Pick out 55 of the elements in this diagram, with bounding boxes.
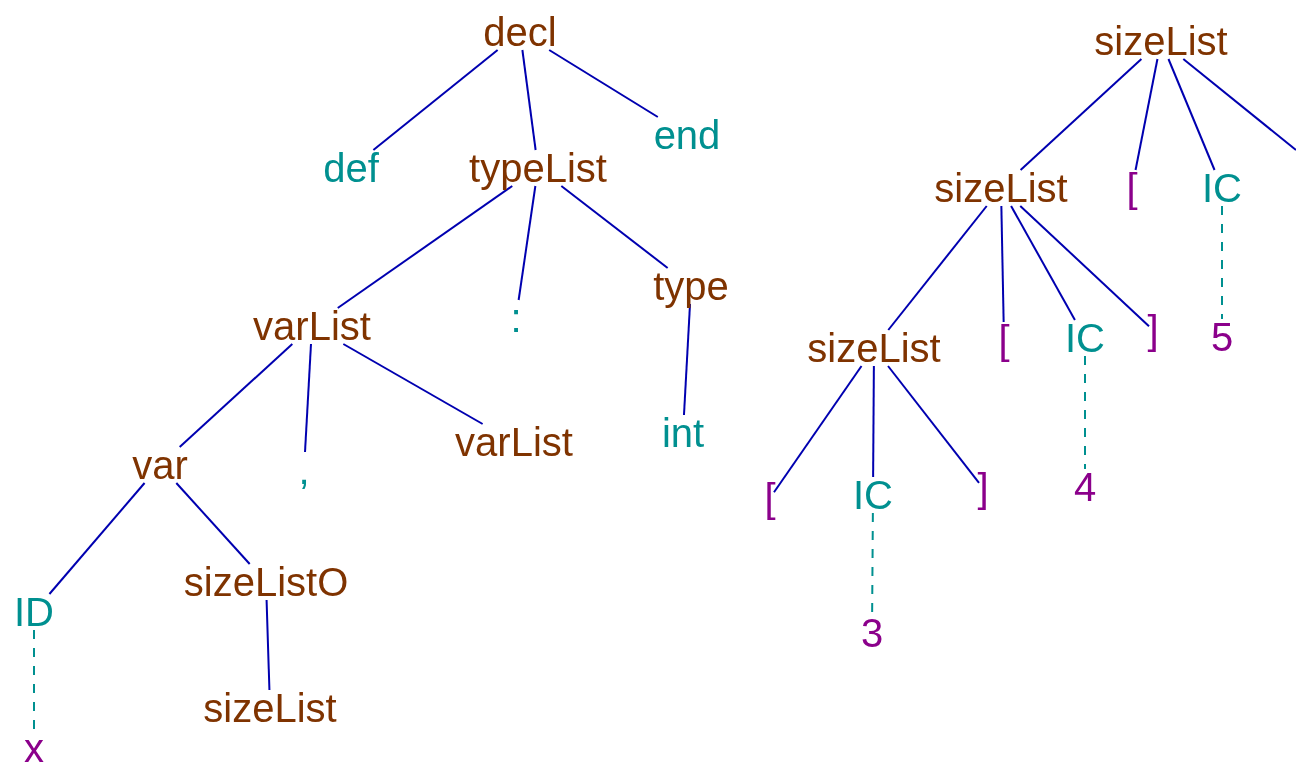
tree-edge: [178, 343, 294, 448]
grammar-symbol: sizeList: [932, 168, 1070, 208]
tree-edge: [887, 365, 980, 484]
tree-edge: [887, 205, 988, 331]
tree-edge: [1019, 58, 1143, 171]
grammar-symbol: varList: [453, 422, 575, 462]
grammar-symbol: sizeList: [201, 688, 339, 728]
dashed-link: [33, 629, 35, 731]
tree-edge: [48, 482, 146, 595]
tree-edge: [372, 49, 499, 151]
tree-edge: [517, 185, 537, 301]
grammar-symbol: typeList: [467, 148, 609, 188]
tree-edge: [1000, 205, 1005, 323]
grammar-symbol: sizeList: [1092, 21, 1230, 61]
tree-edge: [265, 599, 271, 691]
dashed-link: [1084, 355, 1086, 470]
grammar-symbol: sizeList: [805, 328, 943, 368]
lexeme-value: 5: [1208, 317, 1236, 357]
tree-edge: [521, 49, 537, 151]
token-name: def: [321, 148, 381, 188]
lexeme-value: 3: [858, 613, 886, 653]
grammar-symbol: varList: [251, 306, 373, 346]
lexeme-value: ]: [1145, 310, 1161, 350]
token-name: end: [651, 115, 723, 155]
token-name: IC: [1063, 318, 1107, 358]
token-name: ,: [296, 450, 312, 490]
lexeme-value: [: [996, 320, 1012, 360]
grammar-symbol: var: [130, 445, 190, 485]
token-name: ID: [12, 592, 56, 632]
grammar-symbol: decl: [481, 12, 559, 52]
lexeme-value: [: [1124, 168, 1140, 208]
tree-edge: [1019, 205, 1150, 328]
token-name: :: [508, 298, 524, 338]
token-name: int: [659, 413, 707, 453]
tree-edge: [175, 482, 251, 565]
lexeme-value: ]: [975, 468, 991, 508]
lexeme-value: x: [22, 728, 46, 766]
tree-edge: [304, 343, 312, 453]
tree-edge: [773, 365, 863, 494]
tree-edge: [342, 343, 484, 425]
tree-edge: [1134, 58, 1159, 171]
tree-edge: [548, 49, 659, 118]
dashed-link: [1221, 205, 1223, 320]
token-name: IC: [851, 475, 895, 515]
tree-edge: [560, 185, 669, 269]
lexeme-value: [: [762, 478, 778, 518]
tree-edge: [336, 185, 514, 309]
grammar-symbol: sizeListO: [181, 562, 351, 602]
tree-edge: [1182, 58, 1296, 151]
tree-edge: [872, 365, 875, 478]
tree-edge: [1010, 205, 1076, 321]
token-name: IC: [1200, 168, 1244, 208]
tree-edge: [1167, 58, 1216, 171]
lexeme-value: 4: [1071, 467, 1099, 507]
grammar-symbol: type: [651, 266, 731, 306]
